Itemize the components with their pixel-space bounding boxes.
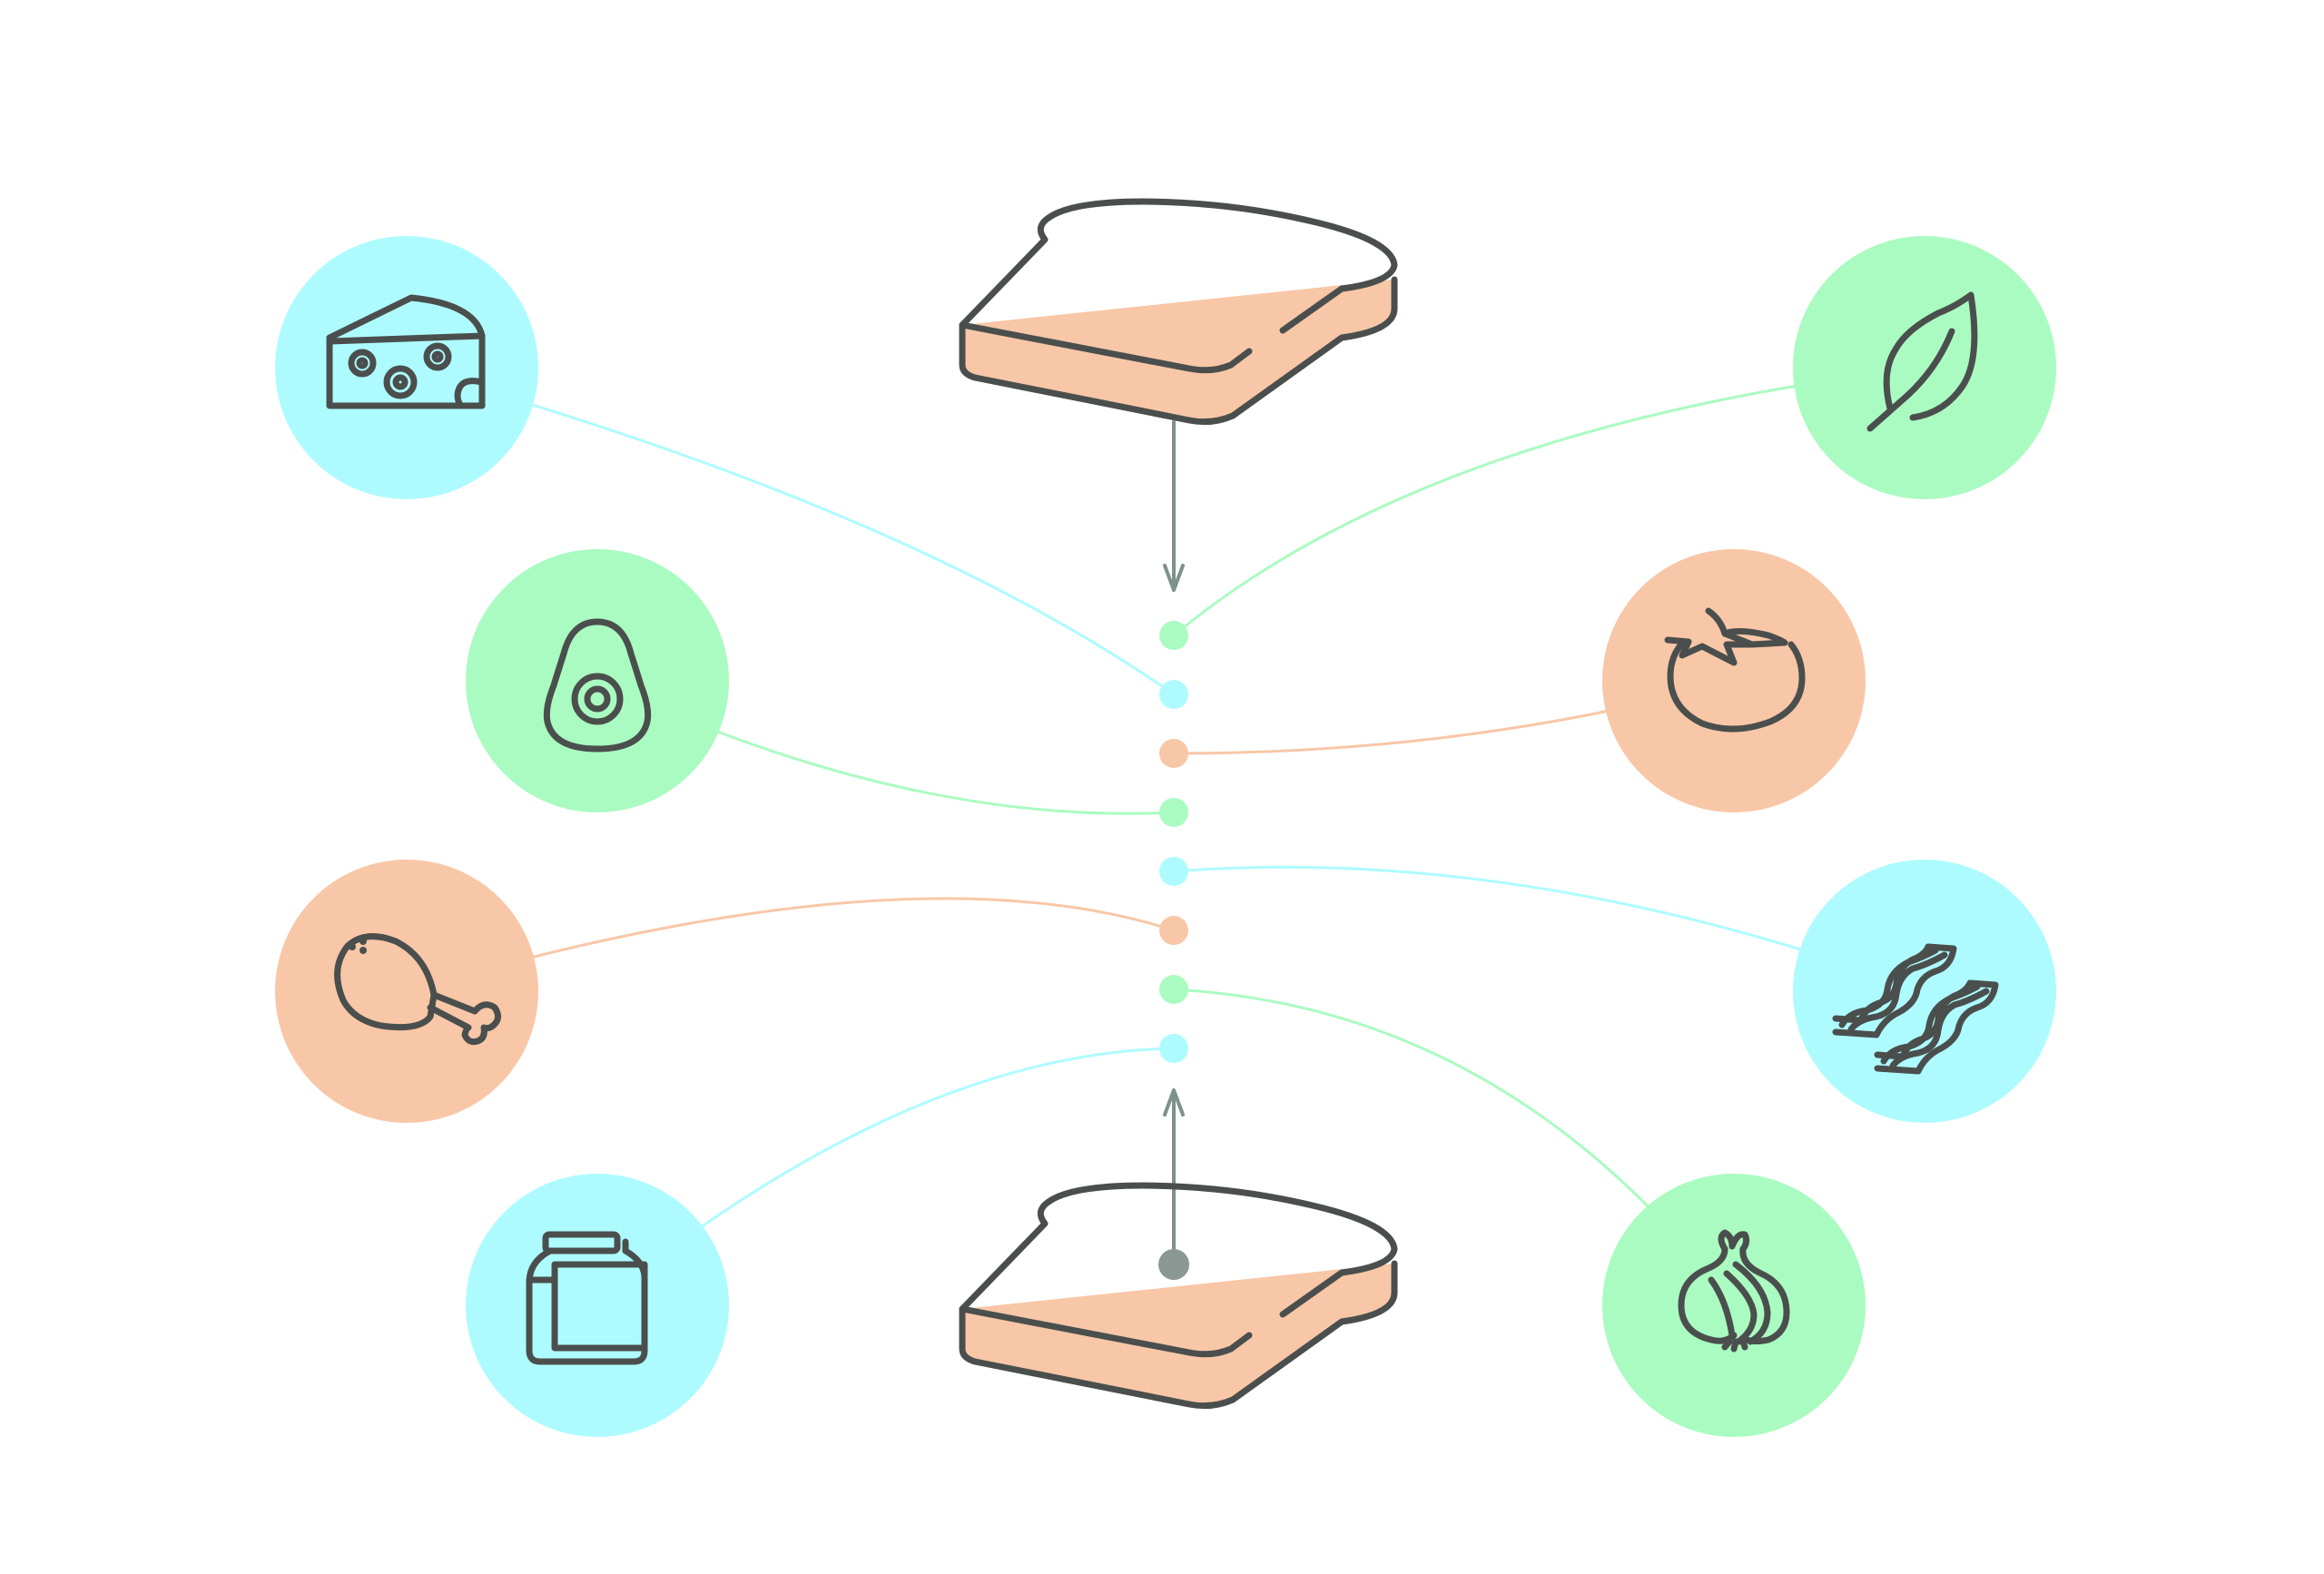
stack-dot [1159, 621, 1188, 650]
connector-chicken [406, 897, 1175, 993]
stack-end-dot [1158, 1249, 1189, 1280]
cheese-icon [326, 294, 486, 409]
chicken-leg-icon [334, 933, 501, 1046]
down-arrow-icon [1163, 420, 1185, 592]
stack-dot [1159, 739, 1188, 768]
stack-dot [1159, 680, 1188, 709]
ingredient-circle-jar [466, 1174, 729, 1437]
bread-slice-icon [962, 1185, 1394, 1406]
ingredient-circle-chicken [275, 860, 538, 1123]
stack-dot [1159, 857, 1188, 886]
connector-basil [1173, 366, 1925, 637]
tomato-icon [1664, 607, 1806, 733]
stack-dot [1159, 1034, 1188, 1063]
stack-dot [1159, 916, 1188, 945]
avocado-icon [543, 618, 652, 753]
bread-top [962, 202, 1394, 422]
ingredient-circle-bacon [1793, 860, 2056, 1123]
connector-lines [406, 366, 1925, 1307]
onion-icon [1678, 1229, 1790, 1353]
jar-icon [526, 1231, 648, 1365]
ingredient-circle-tomato [1602, 549, 1866, 812]
ingredient-circle-onion [1602, 1174, 1866, 1437]
leaf-icon [1866, 291, 1978, 432]
up-arrow-icon [1163, 1088, 1185, 1259]
bacon-icon [1832, 943, 1999, 1075]
ingredient-circle-basil [1793, 236, 2056, 499]
connector-cheese [406, 366, 1175, 696]
stack-dots [1159, 621, 1188, 1063]
ingredient-circle-avocado [466, 549, 729, 812]
stack-dot [1159, 798, 1188, 827]
stack-dot [1159, 975, 1188, 1004]
bread-bottom [962, 1185, 1394, 1406]
bread-slice-icon [962, 202, 1394, 422]
